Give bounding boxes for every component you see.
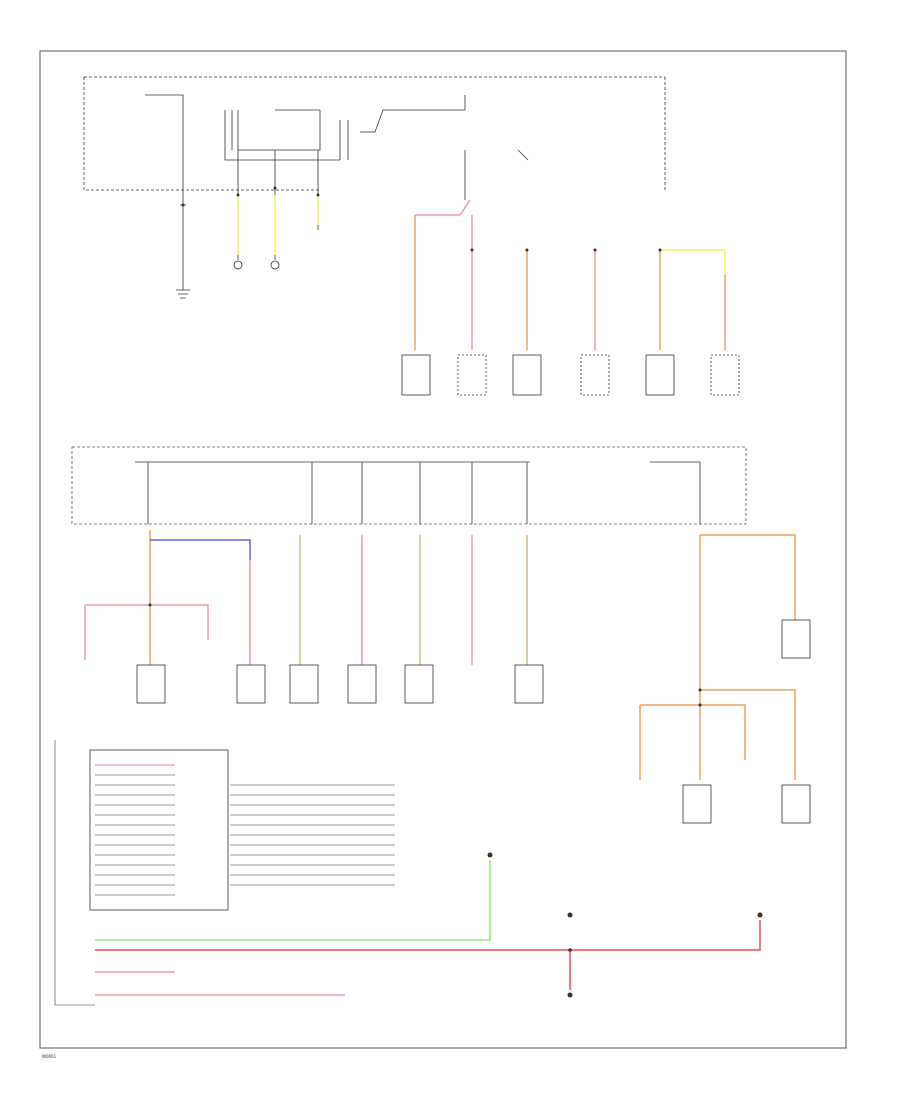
top-left-yellow-wires (237, 195, 319, 255)
bottom-wires (95, 860, 761, 996)
connector-rows-left (95, 764, 175, 896)
diagram-frame (39, 50, 847, 1049)
connector-table (89, 749, 229, 911)
top-right-ground-marks (470, 248, 662, 252)
top-left-fuse-area (83, 76, 666, 299)
middle-fuse-bus (135, 461, 701, 524)
top-right-fuse-branches (414, 199, 726, 350)
middle-branch-wires (84, 530, 796, 780)
middle-components (136, 619, 811, 824)
top-right-components (401, 354, 740, 396)
left-harness-bracket (54, 740, 95, 1006)
footer-ref: W0001 (42, 1054, 57, 1059)
connector-rows-right (230, 784, 395, 886)
top-left-junctions (181, 186, 320, 207)
middle-ground-marks (148, 603, 702, 707)
bottom-grounds (487, 852, 763, 998)
middle-fuse-box (71, 446, 747, 525)
